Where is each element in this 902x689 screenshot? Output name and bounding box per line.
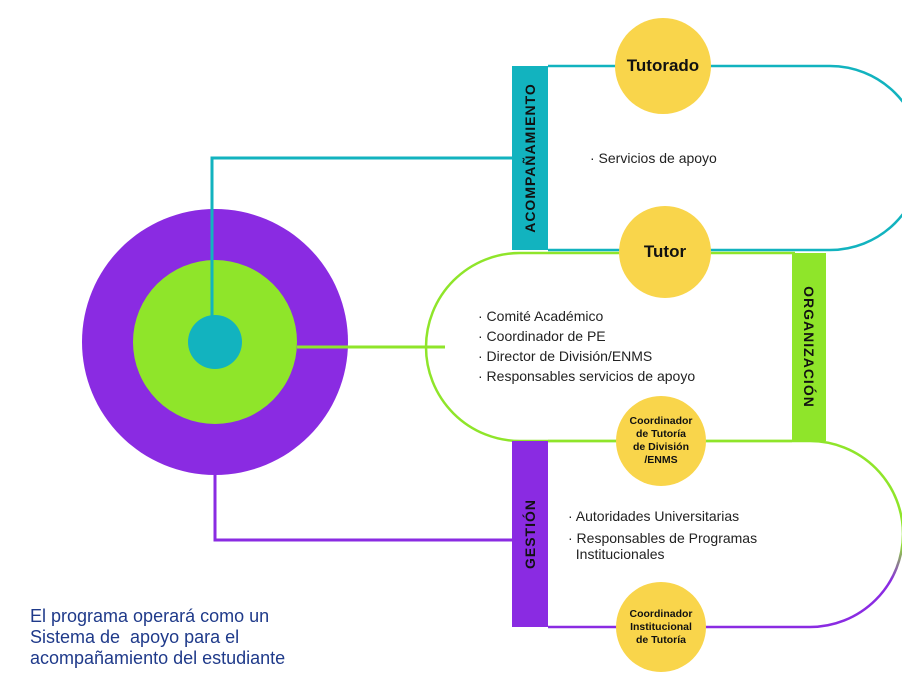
teal-connector-line xyxy=(210,156,512,342)
caption: El programa operará como un Sistema de a… xyxy=(30,606,390,669)
acompanamiento-label: ACOMPAÑAMIENTO xyxy=(522,83,538,233)
coordinador-institucional-node: Coordinador Institucional de Tutoría xyxy=(616,582,706,672)
organizacion-items: · Comité Académico · Coordinador de PE ·… xyxy=(478,306,695,386)
caption-line-1: El programa operará como un xyxy=(30,606,270,626)
coord-division-line-4: /ENMS xyxy=(644,454,678,466)
organizacion-loop xyxy=(424,251,792,443)
organizacion-bar xyxy=(792,253,826,441)
gestion-items: · Autoridades Universitarias · Responsab… xyxy=(568,508,757,562)
coordinador-division-node: Coordinador de Tutoría de División /ENMS xyxy=(616,396,706,486)
caption-line-2: Sistema de apoyo para el xyxy=(30,627,240,647)
list-item: · Director de División/ENMS xyxy=(478,348,653,364)
acompanamiento-loop xyxy=(548,64,902,252)
list-item: · Comité Académico xyxy=(478,308,604,324)
inner-circle-acompanamiento xyxy=(188,315,242,369)
caption-line-3: acompañamiento del estudiante xyxy=(30,648,286,668)
tutorado-label: Tutorado xyxy=(626,56,700,75)
list-item: · Autoridades Universitarias xyxy=(568,508,740,524)
coord-division-line-1: Coordinador xyxy=(629,415,693,427)
coord-inst-line-1: Coordinador xyxy=(629,607,693,620)
gestion-bar xyxy=(512,441,548,627)
list-item: · Responsables servicios de apoyo xyxy=(478,368,696,384)
list-item: · Servicios de apoyo xyxy=(590,150,717,166)
list-item: · Responsables de Programas xyxy=(568,530,758,546)
organizacion-label: ORGANIZACIÓN xyxy=(801,286,818,408)
tutorado-node: Tutorado xyxy=(615,18,711,114)
tutor-node: Tutor xyxy=(619,206,711,298)
purple-connector-line xyxy=(213,470,512,542)
coord-division-line-2: de Tutoría xyxy=(636,428,686,440)
list-item: · Coordinador de PE xyxy=(478,328,606,344)
coord-inst-line-3: de Tutoría xyxy=(636,633,686,646)
gestion-loop xyxy=(548,439,902,629)
acompanamiento-bar xyxy=(512,66,548,250)
gestion-label: GESTIÓN xyxy=(522,498,539,570)
coord-division-line-3: de División xyxy=(632,441,689,453)
list-item: Institucionales xyxy=(568,546,665,562)
acompanamiento-items: · Servicios de apoyo xyxy=(590,148,717,168)
tutor-label: Tutor xyxy=(643,242,687,261)
coord-inst-line-2: Institucional xyxy=(630,620,692,633)
